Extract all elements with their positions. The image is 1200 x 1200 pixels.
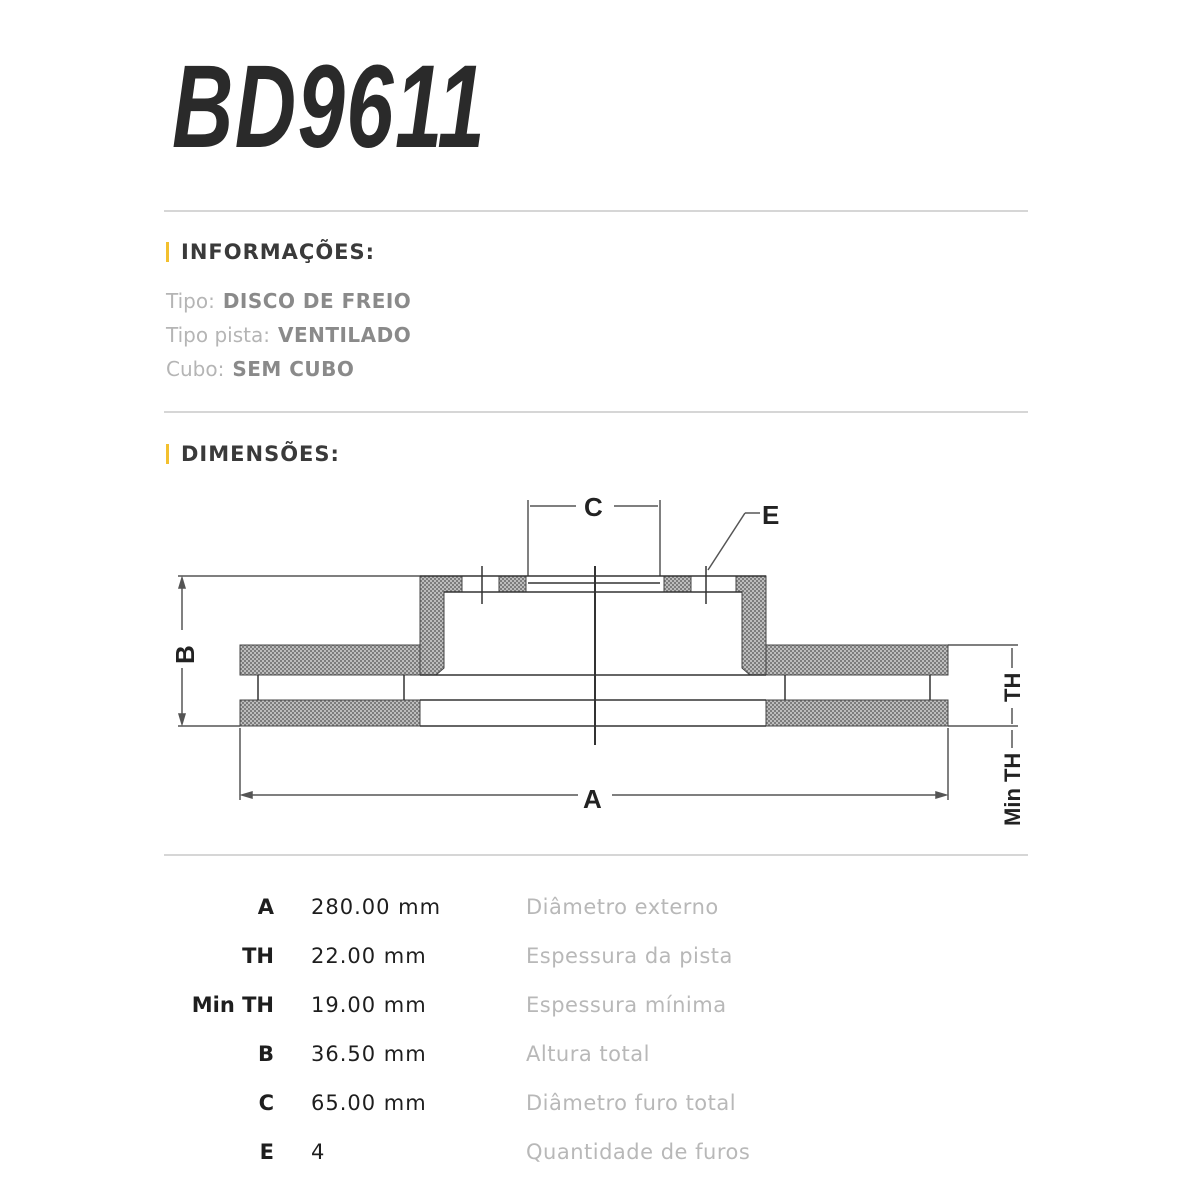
dimension-row: C 65.00 mm Diâmetro furo total <box>170 1091 870 1131</box>
dimension-description: Diâmetro furo total <box>526 1091 737 1115</box>
dimension-code: E <box>259 1140 274 1164</box>
info-row-tipo-pista: Tipo pista: VENTILADO <box>166 323 411 347</box>
accent-bar <box>166 242 169 262</box>
divider <box>164 411 1028 413</box>
dimension-description: Quantidade de furos <box>526 1140 751 1164</box>
label-c: C <box>584 492 603 522</box>
dimension-value: 19.00 mm <box>311 993 427 1017</box>
dimension-row: A 280.00 mm Diâmetro externo <box>170 895 870 935</box>
dimension-row: TH 22.00 mm Espessura da pista <box>170 944 870 984</box>
label-b: B <box>170 645 200 664</box>
info-row-cubo: Cubo: SEM CUBO <box>166 357 354 381</box>
dimension-value: 280.00 mm <box>311 895 442 919</box>
dimension-value: 22.00 mm <box>311 944 427 968</box>
info-row-tipo: Tipo: DISCO DE FREIO <box>166 289 411 313</box>
info-label: Tipo: <box>166 289 215 313</box>
info-label: Cubo: <box>166 357 225 381</box>
dimensions-heading: DIMENSÕES: <box>166 442 340 466</box>
dimension-code: TH <box>242 944 274 968</box>
divider <box>164 854 1028 856</box>
info-value: VENTILADO <box>277 323 412 347</box>
dimension-row: B 36.50 mm Altura total <box>170 1042 870 1082</box>
label-th: TH <box>1000 673 1025 702</box>
info-value: DISCO DE FREIO <box>222 289 412 313</box>
dimension-value: 36.50 mm <box>311 1042 427 1066</box>
dimension-code: A <box>257 895 274 919</box>
dimension-code: C <box>258 1091 274 1115</box>
info-value: SEM CUBO <box>232 357 355 381</box>
dimension-value: 65.00 mm <box>311 1091 427 1115</box>
label-e: E <box>762 500 779 530</box>
dimension-row: Min TH 19.00 mm Espessura mínima <box>170 993 870 1033</box>
divider <box>164 210 1028 212</box>
dimension-description: Diâmetro externo <box>526 895 719 919</box>
accent-bar <box>166 444 169 464</box>
dimension-value: 4 <box>311 1140 326 1164</box>
dimension-description: Espessura mínima <box>526 993 727 1017</box>
label-a: A <box>583 784 602 814</box>
dimension-description: Espessura da pista <box>526 944 733 968</box>
product-code-title: BD9611 <box>172 41 487 173</box>
dimension-code: B <box>257 1042 274 1066</box>
dimension-row: E 4 Quantidade de furos <box>170 1140 870 1180</box>
info-label: Tipo pista: <box>166 323 270 347</box>
info-heading: INFORMAÇÕES: <box>166 240 375 264</box>
dimension-description: Altura total <box>526 1042 650 1066</box>
dimension-code: Min TH <box>191 993 274 1017</box>
dimensions-heading-text: DIMENSÕES: <box>181 442 340 466</box>
label-min-th: Min TH <box>1000 753 1025 826</box>
info-heading-text: INFORMAÇÕES: <box>181 240 376 264</box>
